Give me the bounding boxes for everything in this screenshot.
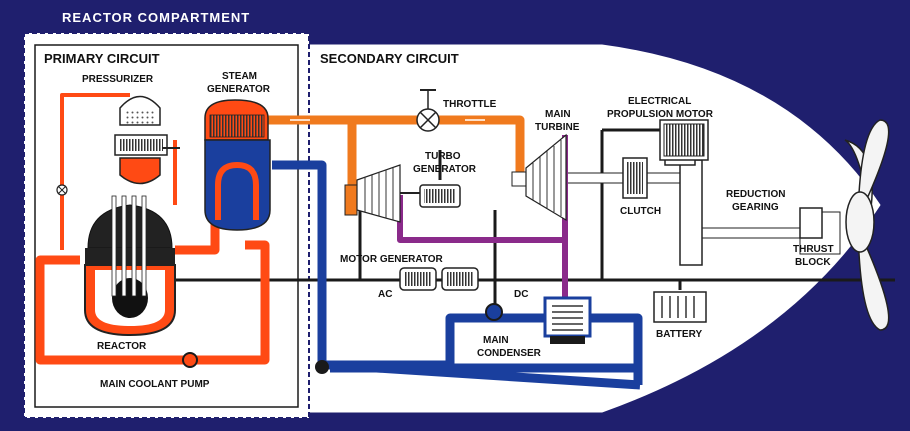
electrical-propulsion-motor-label-1: ELECTRICAL	[628, 96, 691, 107]
pressurizer-valve-icon	[56, 184, 68, 196]
reduction-gearing-label-1: REDUCTION	[726, 189, 785, 200]
primary-circuit-box	[34, 44, 299, 408]
main-condenser-label-2: CONDENSER	[477, 348, 542, 359]
steam-generator-label-2: GENERATOR	[207, 84, 271, 95]
electrical-propulsion-motor	[659, 119, 709, 161]
throttle-label: THROTTLE	[443, 99, 497, 110]
motor-generator	[399, 267, 479, 291]
clutch	[622, 157, 648, 199]
reactor-vessel	[84, 195, 176, 337]
ac-label: AC	[378, 289, 392, 300]
steam-generator	[204, 99, 271, 231]
reactor-compartment-title: REACTOR COMPARTMENT	[62, 10, 250, 25]
main-turbine	[511, 133, 567, 222]
throttle-valve-icon	[416, 89, 440, 132]
battery-icon	[653, 291, 707, 323]
submarine-hull	[299, 44, 881, 413]
turbo-generator	[419, 184, 461, 208]
primary-circuit-title: PRIMARY CIRCUIT	[44, 51, 160, 66]
main-turbine-label-1: MAIN	[545, 109, 571, 120]
clutch-label: CLUTCH	[620, 206, 661, 217]
main-condenser-label-1: MAIN	[483, 335, 509, 346]
battery-label: BATTERY	[656, 329, 702, 340]
main-condenser	[543, 296, 592, 344]
turbo-generator-label-2: GENERATOR	[413, 164, 477, 175]
main-coolant-pump-label: MAIN COOLANT PUMP	[100, 379, 210, 390]
turbo-generator-turbine	[344, 164, 420, 223]
reduction-gearing-label-2: GEARING	[732, 202, 779, 213]
pressurizer-label: PRESSURIZER	[82, 74, 154, 85]
main-coolant-pump-icon	[182, 352, 198, 368]
steam-generator-label-1: STEAM	[222, 71, 257, 82]
motor-generator-label: MOTOR GENERATOR	[340, 254, 444, 265]
thrust-block-label-2: BLOCK	[795, 257, 831, 268]
main-turbine-label-2: TURBINE	[535, 122, 580, 133]
reactor-label: REACTOR	[97, 341, 147, 352]
propeller-icon	[844, 119, 890, 331]
dc-label: DC	[514, 289, 528, 300]
feed-pump-icon	[485, 303, 503, 321]
thrust-block	[799, 207, 823, 239]
pressurizer	[114, 95, 180, 185]
electrical-propulsion-motor-label-2: PROPULSION MOTOR	[607, 109, 714, 120]
reduction-gearing	[679, 159, 703, 266]
thrust-block-label-1: THRUST	[793, 244, 834, 255]
turbo-generator-label-1: TURBO	[425, 151, 461, 162]
condensate-pump-icon	[315, 360, 329, 374]
secondary-circuit-title: SECONDARY CIRCUIT	[320, 51, 459, 66]
